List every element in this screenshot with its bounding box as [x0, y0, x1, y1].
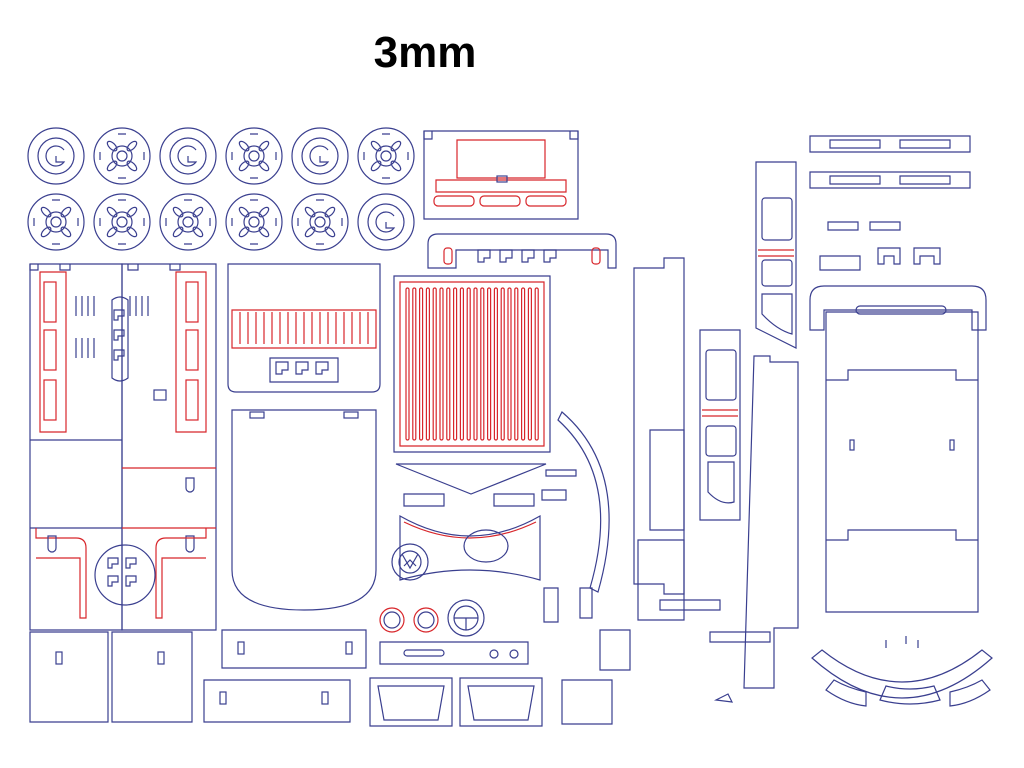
grille-slot	[419, 287, 424, 441]
grille-slot	[425, 287, 430, 441]
grille-slot	[466, 287, 471, 441]
center-spine	[94, 296, 156, 606]
floor-panel	[231, 409, 377, 611]
front-bumper-panel	[423, 130, 579, 220]
right-side-panel	[121, 263, 217, 631]
spoke-wheel	[93, 127, 151, 185]
spoke-wheel	[357, 127, 415, 185]
grille-slot	[520, 287, 526, 441]
fender-strip	[427, 233, 617, 269]
window-frame-strip	[755, 161, 797, 349]
grille-slot	[493, 287, 498, 441]
bottom-left-plates	[29, 631, 193, 723]
dashboard-strip	[379, 641, 529, 665]
body-rail-right	[699, 329, 799, 689]
grille-slot	[453, 287, 458, 441]
spoke-wheel	[291, 193, 349, 251]
hub-wheel	[27, 127, 85, 185]
headlight-rings	[379, 599, 485, 637]
spoke-wheel	[225, 127, 283, 185]
chassis-frame	[809, 285, 993, 707]
spoke-wheel	[27, 193, 85, 251]
arc-strip	[557, 411, 610, 593]
spoke-wheel	[159, 193, 217, 251]
grille-slot	[432, 287, 437, 441]
front-face-panel	[227, 263, 381, 393]
grille-slot	[507, 287, 512, 441]
grille-slot	[412, 287, 417, 441]
front-nose	[391, 463, 547, 581]
hub-wheel	[291, 127, 349, 185]
grille-slot	[534, 287, 539, 441]
sheet-title: 3mm	[373, 28, 477, 77]
misc-tabs	[541, 469, 771, 703]
seat-frames	[369, 677, 613, 727]
hub-wheel	[357, 193, 415, 251]
grille-slot	[514, 287, 519, 441]
small-clips	[809, 135, 971, 271]
grille-slot	[405, 287, 410, 441]
body-rail-left	[633, 257, 721, 621]
engine-grille	[393, 275, 551, 453]
grille-slot	[480, 287, 485, 441]
spoke-wheel	[93, 193, 151, 251]
grille-slot	[446, 287, 451, 441]
grille-slot	[439, 287, 444, 441]
grille-slot	[527, 287, 533, 441]
small-plates	[203, 629, 367, 723]
grille-slot	[500, 287, 505, 441]
wheel-parts	[27, 127, 415, 251]
spoke-wheel	[225, 193, 283, 251]
hub-wheel	[159, 127, 217, 185]
grille-slot	[473, 287, 478, 441]
grille-slot	[459, 287, 464, 441]
grille-slot	[487, 287, 492, 441]
left-side-panel	[29, 263, 123, 631]
